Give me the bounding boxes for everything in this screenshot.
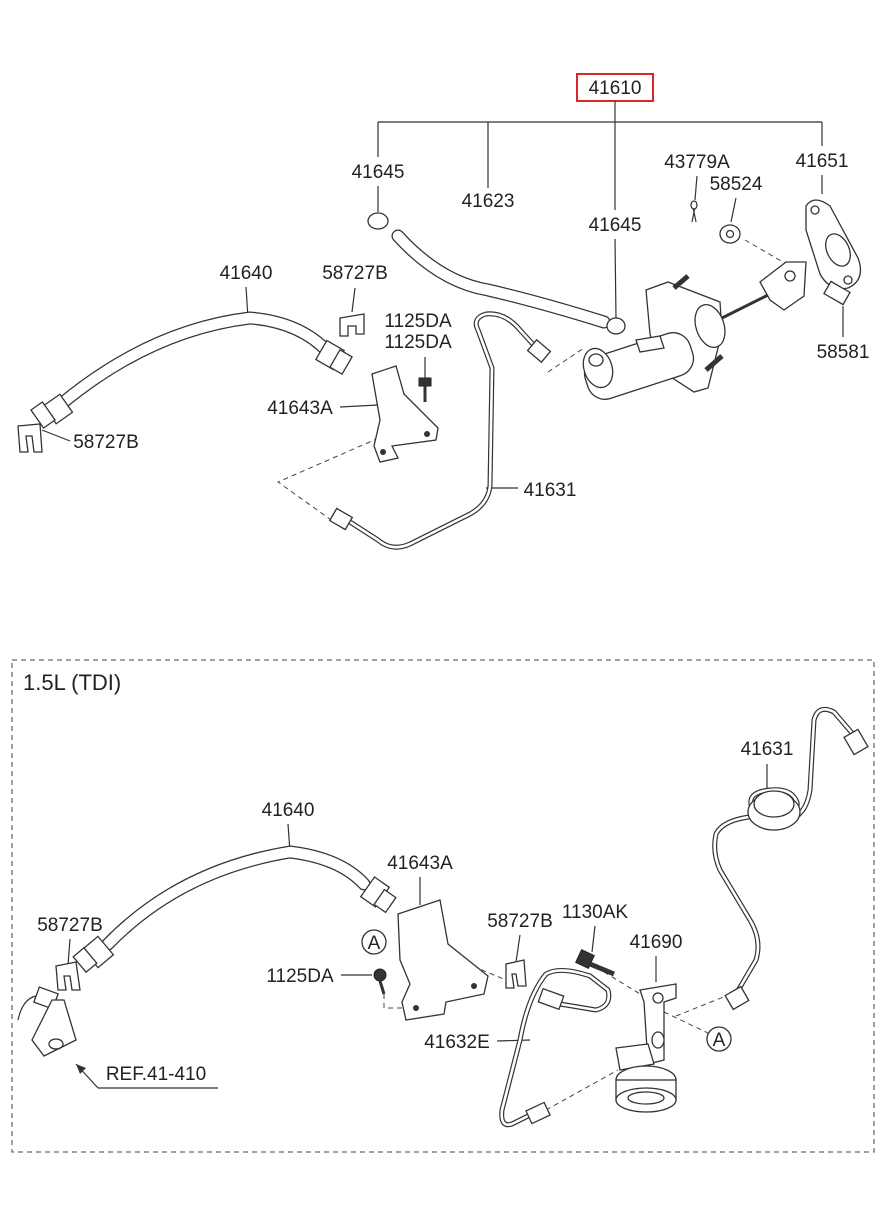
label-41623[interactable]: 41623 — [462, 191, 515, 212]
bracket-41643A[interactable] — [371, 365, 439, 463]
label-58727B-upper[interactable]: 58727B — [322, 263, 388, 284]
clevis-yoke[interactable] — [759, 261, 807, 311]
bolt-1125DA[interactable] — [418, 377, 432, 402]
split-pin-43779A[interactable] — [690, 200, 698, 223]
label-1130AK-tdi[interactable]: 1130AK — [562, 902, 629, 923]
bracket-41643A-tdi[interactable] — [397, 899, 489, 1021]
bolt-1130AK[interactable] — [575, 949, 615, 977]
clip-58727B-tdi-right[interactable] — [505, 959, 527, 989]
label-41643A[interactable]: 41643A — [267, 398, 333, 419]
clip-58727B-lower[interactable] — [17, 423, 43, 453]
leader-lines-tdi — [67, 764, 768, 1089]
label-41610[interactable]: 41610 — [589, 78, 642, 99]
bolt-1125DA-tdi[interactable] — [373, 968, 387, 995]
assembly-leader-tree — [377, 101, 823, 210]
master-cylinder-41610[interactable] — [579, 274, 771, 404]
clutch-hose-41640-tdi[interactable] — [72, 845, 397, 974]
marker-a-left-label: A — [368, 933, 381, 954]
label-58727B-tdi-right[interactable]: 58727B — [487, 911, 553, 932]
label-41645-right[interactable]: 41645 — [589, 215, 642, 236]
pin-58581[interactable] — [823, 280, 851, 306]
label-41645-left[interactable]: 41645 — [352, 162, 405, 183]
hose-end-fitting-right — [314, 339, 353, 376]
clutch-pipe-41631[interactable] — [328, 311, 552, 550]
label-58727B-tdi-left[interactable]: 58727B — [37, 915, 103, 936]
label-41651[interactable]: 41651 — [796, 151, 849, 172]
label-41632E-tdi[interactable]: 41632E — [424, 1032, 490, 1053]
hose-end-fitting-left — [30, 393, 74, 429]
reference-marker-a-left — [361, 929, 387, 955]
clip-58727B-tdi-left[interactable] — [55, 961, 81, 991]
label-58727B-lower[interactable]: 58727B — [73, 432, 139, 453]
tdi-dashed-bracket — [383, 994, 408, 1009]
washer-58524[interactable] — [719, 224, 741, 244]
tdi-dashed-pipe — [675, 995, 727, 1017]
label-41640[interactable]: 41640 — [220, 263, 273, 284]
gasket-41651[interactable] — [805, 199, 862, 290]
variant-title: 1.5L (TDI) — [23, 670, 121, 695]
variant-dashed-frame — [11, 659, 875, 1153]
reference-fitting — [17, 986, 77, 1057]
tdi-dashed-tube — [545, 1069, 619, 1111]
label-41640-tdi[interactable]: 41640 — [262, 800, 315, 821]
clip-58727B-upper[interactable] — [339, 313, 365, 337]
dashed-bracket-line — [276, 419, 421, 523]
dashed-pushrod-line — [744, 239, 791, 267]
tube-41632E[interactable] — [499, 968, 612, 1128]
label-43779A[interactable]: 43779A — [664, 152, 730, 173]
clutch-pipe-41631-tdi[interactable] — [712, 706, 869, 1011]
label-58524[interactable]: 58524 — [710, 174, 763, 195]
master-cylinder-41690[interactable] — [615, 983, 677, 1113]
label-41631[interactable]: 41631 — [524, 480, 577, 501]
label-1125DA-a[interactable]: 1125DA — [384, 311, 452, 332]
clamp-41645-left[interactable] — [367, 212, 389, 230]
clutch-hose-41640[interactable] — [30, 311, 353, 429]
label-1125DA-tdi[interactable]: 1125DA — [266, 966, 334, 987]
reference-marker-a-right — [706, 1026, 732, 1052]
label-41643A-tdi[interactable]: 41643A — [387, 853, 453, 874]
reservoir-hose-41623[interactable] — [391, 229, 611, 329]
main-assembly: 41610 41645 41623 41645 43779A 58524 416… — [17, 73, 870, 550]
variant-tdi: 1.5L (TDI) 41631 41640 41643A 58727B 587… — [11, 659, 875, 1153]
label-1125DA-b[interactable]: 1125DA — [384, 332, 452, 353]
label-ref-41-410[interactable]: REF.41-410 — [106, 1064, 206, 1085]
label-41690-tdi[interactable]: 41690 — [630, 932, 683, 953]
label-58581[interactable]: 58581 — [817, 342, 870, 363]
clamp-41645-right[interactable] — [606, 317, 626, 335]
tdi-dashed-marker — [663, 1011, 711, 1035]
label-41631-tdi[interactable]: 41631 — [741, 739, 794, 760]
dashed-cylinder-line — [547, 347, 585, 373]
marker-a-right-label: A — [713, 1030, 726, 1051]
